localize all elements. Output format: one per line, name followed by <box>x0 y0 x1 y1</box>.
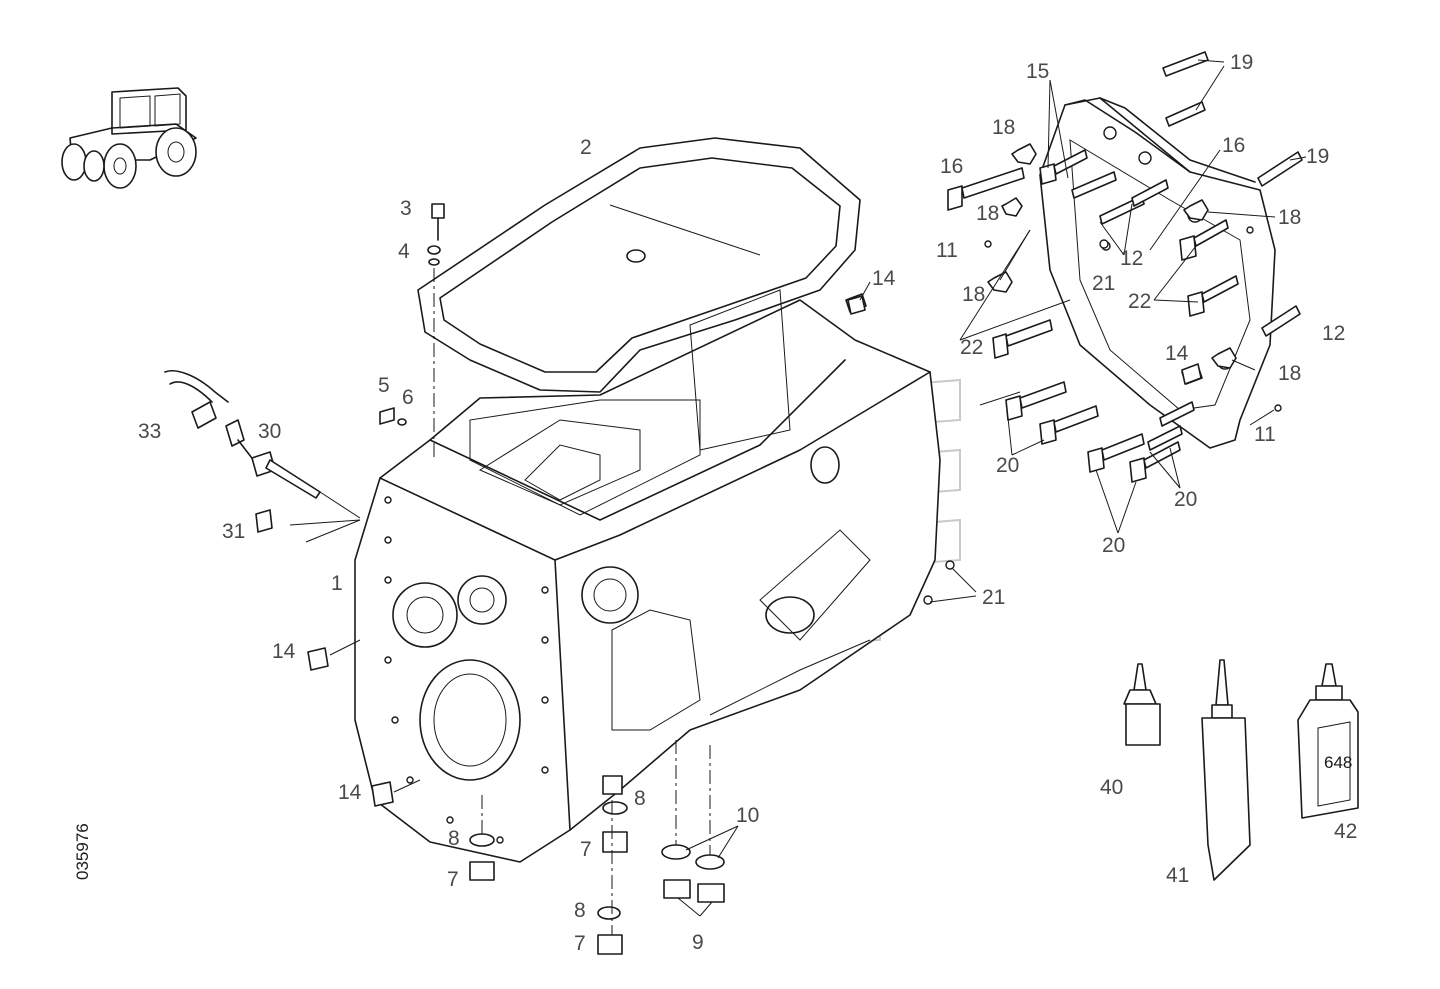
callout-20b: 20 <box>1174 488 1197 511</box>
callout-16a: 16 <box>940 155 963 178</box>
callout-18d: 18 <box>1278 206 1301 229</box>
callout-8a: 8 <box>448 827 460 850</box>
callout-19b: 19 <box>1306 145 1329 168</box>
callout-21b: 21 <box>982 586 1005 609</box>
tractor-icon <box>61 87 197 189</box>
callout-labels: 1 2 3 4 5 6 7 7 7 8 8 8 9 10 11 11 12 12… <box>138 51 1357 955</box>
callout-6: 6 <box>402 386 414 409</box>
callout-7c: 7 <box>574 932 586 955</box>
callout-12a: 12 <box>1120 247 1143 270</box>
callout-20c: 20 <box>1102 534 1125 557</box>
callout-31: 31 <box>222 520 245 543</box>
callout-4: 4 <box>398 240 410 263</box>
drain-plugs <box>469 740 725 955</box>
callout-18c: 18 <box>962 283 985 306</box>
callout-12b: 12 <box>1322 322 1345 345</box>
leader-lines <box>289 59 1307 917</box>
callout-18e: 18 <box>1278 362 1301 385</box>
callout-10: 10 <box>736 804 759 827</box>
callout-40: 40 <box>1100 776 1123 799</box>
transmission-housing <box>354 289 941 863</box>
callout-21a: 21 <box>1092 272 1115 295</box>
sealant-bottle <box>1123 663 1161 746</box>
callout-19a: 19 <box>1230 51 1253 74</box>
sealant-tube <box>1201 659 1251 881</box>
callout-7a: 7 <box>447 868 459 891</box>
callout-8b: 8 <box>634 787 646 810</box>
callout-18a: 18 <box>992 116 1015 139</box>
callout-30: 30 <box>258 420 281 443</box>
callout-11a: 11 <box>936 239 958 262</box>
callout-5: 5 <box>378 374 390 397</box>
callout-16b: 16 <box>1222 134 1245 157</box>
callout-41: 41 <box>1166 864 1189 887</box>
left-fittings <box>164 203 1202 807</box>
callout-14c: 14 <box>272 640 296 663</box>
callout-15: 15 <box>1026 60 1049 83</box>
fasteners <box>845 51 1303 605</box>
callout-8c: 8 <box>574 899 586 922</box>
callout-18b: 18 <box>976 202 999 225</box>
callout-2: 2 <box>580 136 592 159</box>
callout-33: 33 <box>138 420 161 443</box>
drawing-number: 035976 <box>73 823 92 880</box>
callout-9: 9 <box>692 931 704 954</box>
threadlocker-label: 648 <box>1324 753 1352 772</box>
callout-7b: 7 <box>580 838 592 861</box>
callout-22b: 22 <box>960 336 983 359</box>
callout-14a: 14 <box>872 267 896 290</box>
callout-20a: 20 <box>996 454 1019 477</box>
threadlocker-bottle: 648 <box>1297 663 1359 819</box>
callout-3: 3 <box>400 197 412 220</box>
housing-cover <box>417 137 861 393</box>
callout-14b: 14 <box>1165 342 1189 365</box>
callout-1: 1 <box>331 572 343 595</box>
callout-14d: 14 <box>338 781 362 804</box>
callout-22a: 22 <box>1128 290 1151 313</box>
callout-42: 42 <box>1334 820 1357 843</box>
callout-11b: 11 <box>1254 423 1276 446</box>
